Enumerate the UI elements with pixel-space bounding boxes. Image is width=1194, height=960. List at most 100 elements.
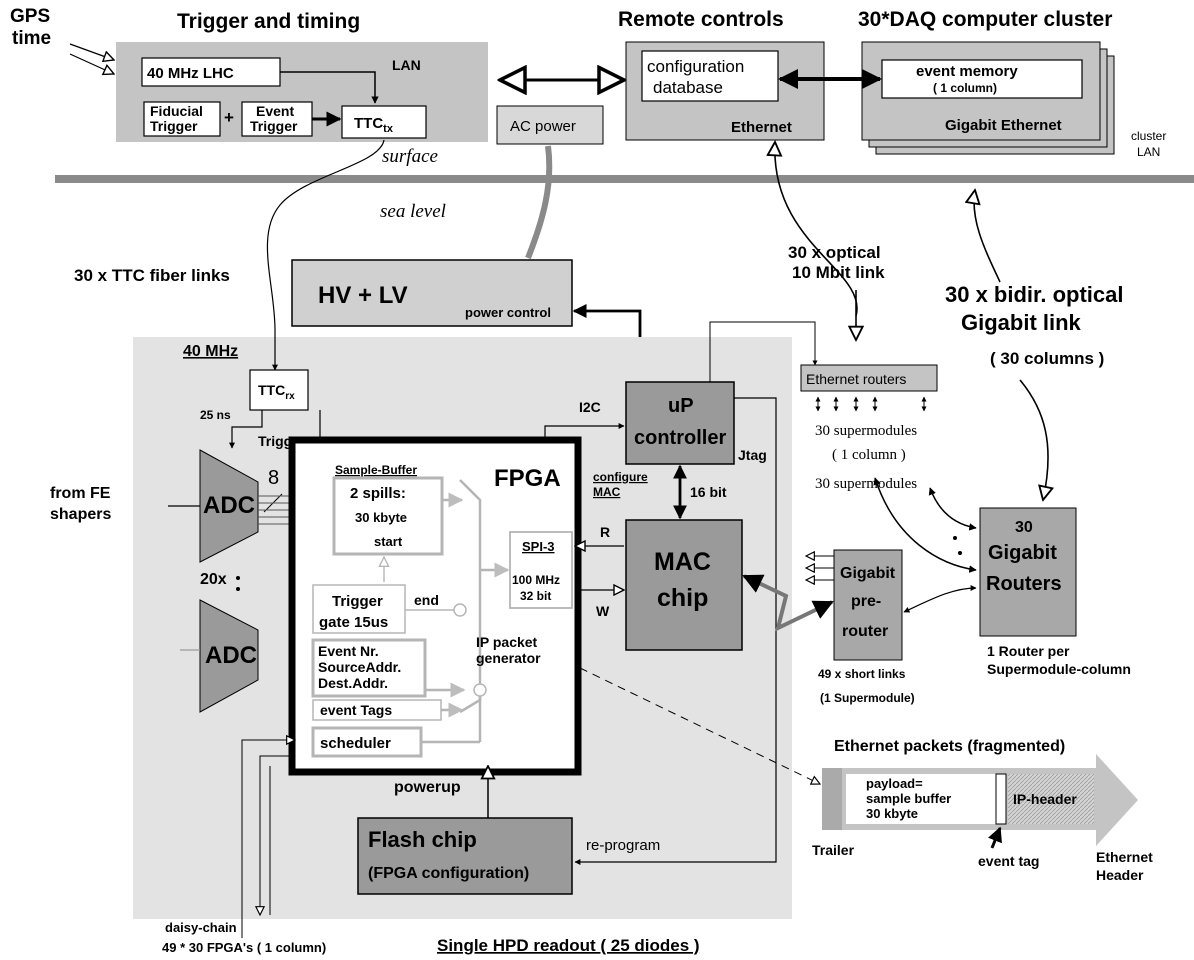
supermodules-1-label-1: 30 supermodules xyxy=(815,423,917,439)
event-trigger-label-2: Trigger xyxy=(250,118,298,134)
event-memory-label: event memory xyxy=(916,63,1018,80)
ethernet-routers-label: Ethernet routers xyxy=(806,371,906,387)
mux-node-1 xyxy=(453,603,467,617)
cluster-lan-label-1: cluster xyxy=(1131,129,1166,143)
event-tag-label: event tag xyxy=(978,853,1039,869)
plus-sign: + xyxy=(224,108,234,127)
hvlv-box xyxy=(291,259,573,327)
ns25-label: 25 ns xyxy=(200,408,231,422)
router-note-label-1: 1 Router per xyxy=(987,643,1070,659)
scheduler-label: scheduler xyxy=(320,735,391,752)
payload-label-2: sample buffer xyxy=(866,791,951,806)
fpga-label: FPGA xyxy=(494,465,561,492)
bidir-optical-label-1: 30 x bidir. optical xyxy=(945,282,1124,307)
router-note-label-2: Supermodule-column xyxy=(987,661,1131,677)
bits16-label: 16 bit xyxy=(690,484,727,500)
adc-2-label: ADC xyxy=(205,642,257,669)
columns-label: ( 30 columns ) xyxy=(990,349,1104,368)
event-tag-slot xyxy=(995,773,1007,825)
spi-speed-label-1: 100 MHz xyxy=(512,573,560,587)
flash-chip-label: Flash chip xyxy=(368,827,477,852)
mac-chip-label-1: MAC xyxy=(654,548,711,576)
event-tags-label: event Tags xyxy=(320,702,392,718)
mux-structure xyxy=(421,479,510,744)
short-links-label-2: (1 Supermodule) xyxy=(820,691,915,705)
router-dot-2 xyxy=(958,551,962,555)
configure-mac-label-2: MAC xyxy=(593,485,621,499)
mac-chip-label-2: chip xyxy=(657,584,708,612)
config-database-label-1: configuration xyxy=(647,57,744,76)
fiducial-trigger-label-2: Trigger xyxy=(150,118,198,134)
optical-10m-curve xyxy=(775,142,858,317)
cluster-lan-label-2: LAN xyxy=(1137,145,1160,159)
event-tag-pointer xyxy=(988,826,1002,849)
spi-speed-label-2: 32 bit xyxy=(520,589,551,603)
event-nr-box xyxy=(311,638,427,698)
prerouter-label-1: Gigabit xyxy=(840,565,896,582)
supermodule-to-router-2 xyxy=(928,487,977,531)
svg-text:GPS: GPS xyxy=(10,6,50,27)
fiducial-trigger-label-1: Fiducial xyxy=(150,103,203,119)
i2c-arrow xyxy=(542,423,625,443)
configure-mac-label-1: configure xyxy=(593,470,648,484)
eth-header-label-1: Ethernet xyxy=(1096,849,1153,865)
ttc-fiber-label: 30 x TTC fiber links xyxy=(74,266,230,285)
spills-label-1: 2 spills: xyxy=(350,485,406,502)
trailer-label: Trailer xyxy=(812,842,855,858)
ttc-rx-label: TTCrx xyxy=(258,382,295,402)
gigabit-ethernet-label: Gigabit Ethernet xyxy=(945,117,1062,134)
sample-buffer-label: Sample-Buffer xyxy=(335,463,417,477)
supermodule-to-router-1 xyxy=(873,477,977,573)
event-memory-box xyxy=(881,59,1083,99)
routers-label-3: Routers xyxy=(986,573,1062,595)
event-nr-label-1: Event Nr. xyxy=(318,643,379,659)
packet-trailer xyxy=(822,768,842,830)
trigger-timing-title: Trigger and timing xyxy=(177,10,360,33)
routers-label-2: Gigabit xyxy=(988,542,1057,564)
ttc-rx-box xyxy=(249,369,309,411)
router-dot-1 xyxy=(953,536,957,540)
gps-time-label: GPS time xyxy=(10,6,51,49)
up-controller-label-1: uP xyxy=(668,395,694,417)
lan-label: LAN xyxy=(392,57,421,73)
ip-packet-label-1: IP packet xyxy=(476,634,538,650)
config-database-label-2: database xyxy=(653,78,723,97)
event-trigger-label-1: Event xyxy=(256,103,294,119)
daisy-chain-out xyxy=(260,755,295,915)
payload-label-3: 30 kbyte xyxy=(866,806,918,821)
up-to-router-line xyxy=(709,321,818,382)
spi3-box xyxy=(509,531,573,609)
supermodules-1-label-2: ( 1 column ) xyxy=(832,447,906,463)
adc-1 xyxy=(199,449,259,563)
jtag-label: Jtag xyxy=(738,447,767,463)
power-control-label: power control xyxy=(465,305,551,320)
board-footer: Single HPD readout ( 25 diodes ) xyxy=(437,936,700,955)
reprogram-label: re-program xyxy=(586,837,660,854)
up-controller-label-2: controller xyxy=(634,427,726,449)
trigger-gate-box xyxy=(312,584,406,634)
daisy-chain-in xyxy=(241,740,295,938)
lhc-clock-box xyxy=(141,57,281,87)
prerouter-short-links xyxy=(806,556,834,580)
adc-2 xyxy=(199,599,259,713)
board-freq-label: 40 MHz xyxy=(183,343,238,360)
r-label: R xyxy=(600,524,610,540)
ethernet-routers-box xyxy=(800,364,938,392)
mux-node-2 xyxy=(473,683,487,697)
sample-buffer-box xyxy=(332,476,444,556)
flash-chip-box xyxy=(357,817,573,895)
hvlv-label: HV + LV xyxy=(318,282,408,309)
ttc-tx-label: TTCtx xyxy=(354,115,394,135)
ac-power-box xyxy=(496,105,604,145)
prerouter-label-3: router xyxy=(842,623,888,640)
power-cable xyxy=(525,145,553,260)
payload-label-1: payload= xyxy=(866,776,923,791)
from-fe-label-2: shapers xyxy=(50,506,111,523)
adc-1-label: ADC xyxy=(203,492,255,519)
spi3-label: SPI-3 xyxy=(522,539,555,554)
prerouter-label-2: pre- xyxy=(851,593,881,610)
bits8-label: 8 xyxy=(268,467,279,489)
end-label: end xyxy=(414,592,439,608)
ttc-fiber-curve xyxy=(266,139,385,331)
